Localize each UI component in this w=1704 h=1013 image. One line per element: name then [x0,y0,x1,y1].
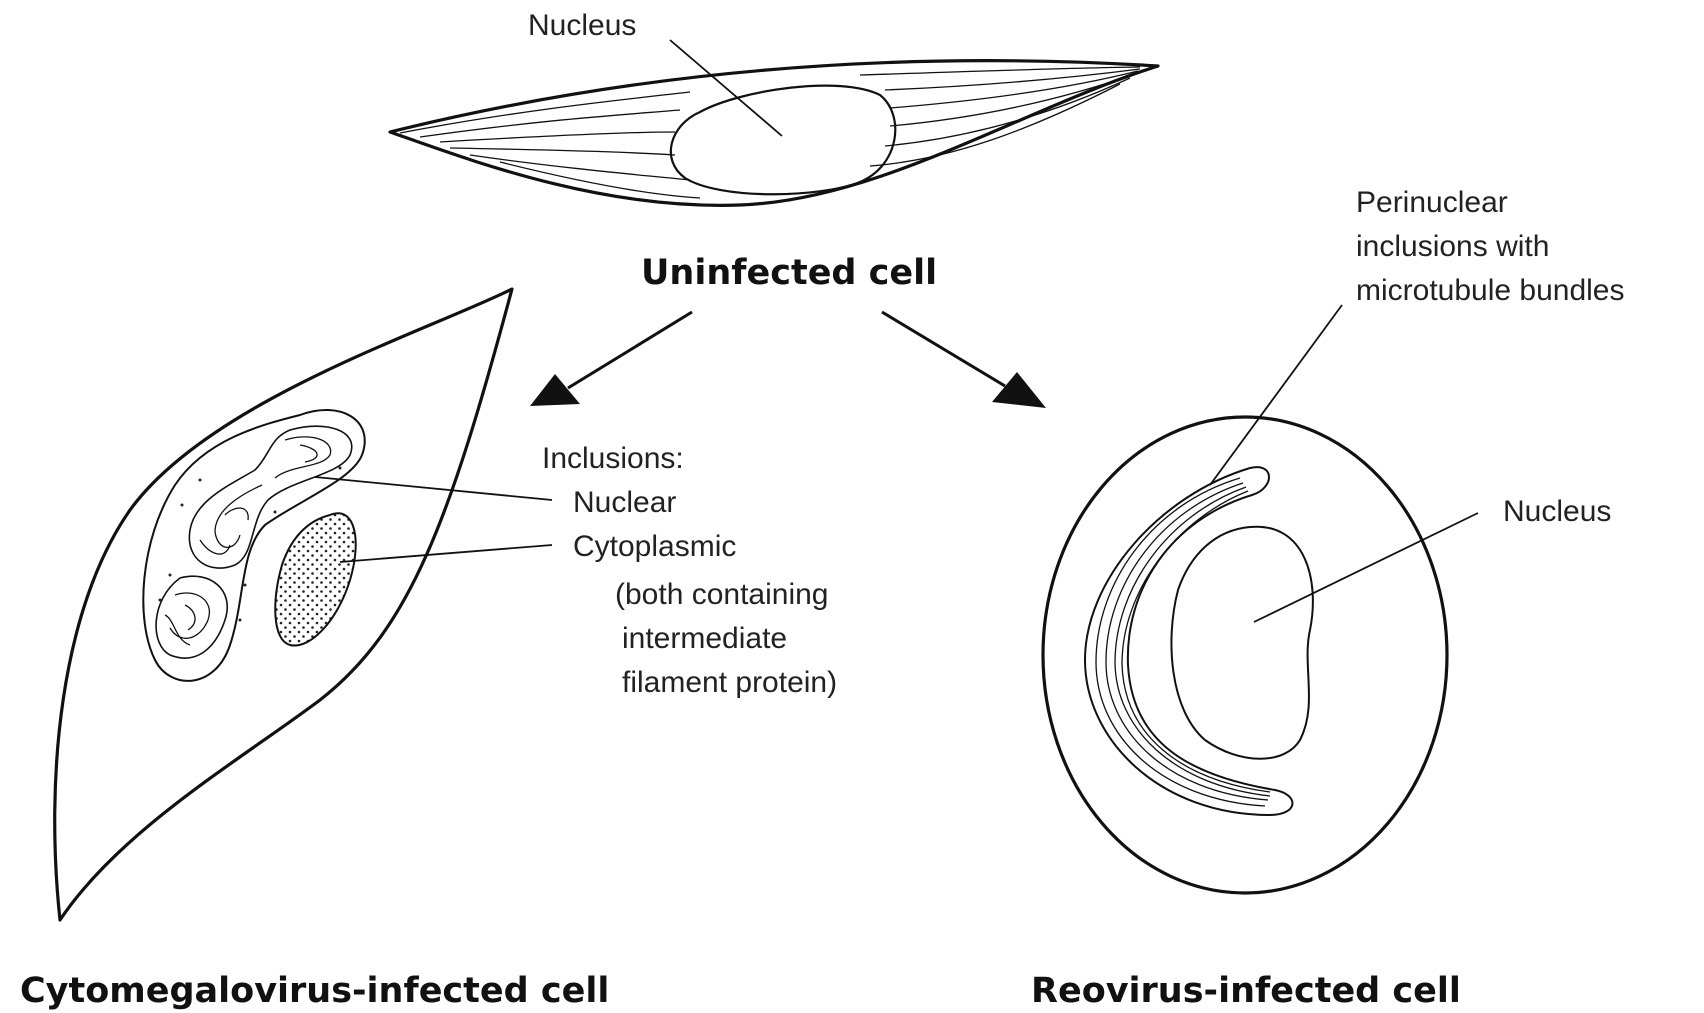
reovirus-perinuclear-line-3: microtubule bundles [1356,274,1625,307]
cmv-cytoplasmic-inclusion [275,513,355,645]
uninfected-cell-membrane [390,61,1158,206]
cmv-note-line-1: (both containing [615,578,829,611]
cmv-note-line-3: filament protein) [622,666,837,699]
cmv-inclusions-heading: Inclusions: [542,442,684,475]
cmv-cytoplasmic-label: Cytoplasmic [573,530,736,563]
reovirus-cell-membrane [1043,417,1447,893]
reovirus-perinuclear-line-2: inclusions with [1356,230,1549,263]
uninfected-nucleus-label: Nucleus [528,9,636,42]
reovirus-infected-cell: Perinuclear inclusions with microtubule … [1031,186,1625,1011]
cmv-nuclear-inclusion-lower [156,576,227,658]
uninfected-cell-title: Uninfected cell [641,253,937,293]
reovirus-cell-title: Reovirus-infected cell [1031,971,1461,1011]
cmv-nuclear-label: Nuclear [573,486,676,519]
reovirus-nucleus [1171,527,1312,759]
cmv-nuclear-leader [315,477,552,500]
cmv-infected-cell: Inclusions: Nuclear Cytoplasmic (both co… [20,289,837,1011]
reovirus-perinuclear-line-1: Perinuclear [1356,186,1508,219]
uninfected-nucleus-leader [670,40,782,136]
cytoskeletal-fibers [400,67,1140,198]
reovirus-perinuclear-leader [1210,305,1342,485]
cmv-note-line-2: intermediate [622,622,787,655]
cmv-lower-inclusion-fibers [165,593,209,645]
arrow-to-reovirus [882,312,1046,408]
arrow-to-cmv [530,312,692,406]
reovirus-nucleus-label: Nucleus [1503,495,1611,528]
uninfected-cell: Nucleus Uninfected cell [390,9,1158,293]
reovirus-nucleus-leader [1254,513,1478,622]
cmv-cytoplasmic-leader [340,545,552,562]
uninfected-nucleus [671,86,895,195]
cmv-cell-title: Cytomegalovirus-infected cell [20,971,609,1011]
